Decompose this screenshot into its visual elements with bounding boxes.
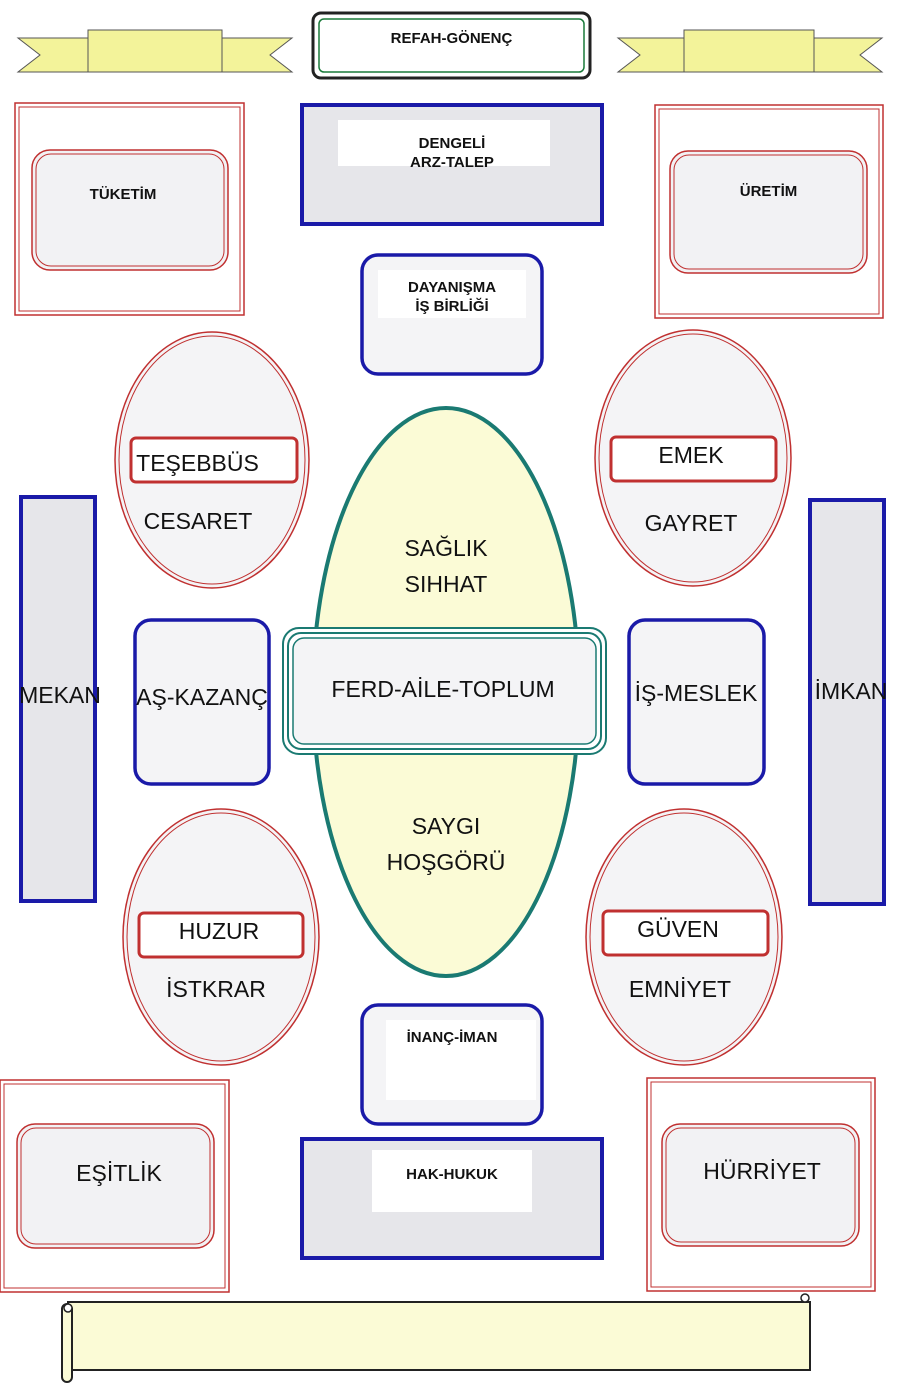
tesebbus-label: TEŞEBBÜS [136,450,259,476]
corner-top-left-frame [14,102,245,316]
title-refah: REFAH-GÖNENÇ [390,30,513,47]
as-kazanc-label: AŞ-KAZANÇ [136,684,268,710]
ferd-aile-toplum-label: FERD-AİLE-TOPLUM [331,676,555,702]
cesaret-label: CESARET [143,508,253,534]
bottom-scroll [61,1293,811,1383]
saygi-line1: SAYGI [411,813,481,839]
tuketim-label: TÜKETİM [89,186,157,203]
mekan-label: MEKAN [19,682,101,708]
oval-top-right [594,329,792,587]
title-frame [311,11,592,80]
is-meslek-frame [627,618,766,786]
mekan-bar [19,495,97,903]
saglik-line2: SIHHAT [404,571,488,597]
saglik-label: SAĞLIK SIHHAT [346,530,546,602]
inanc-iman-label: İNANÇ-İMAN [406,1029,498,1046]
is-meslek-label: İŞ-MESLEK [634,680,758,706]
saygi-label: SAYGI HOŞGÖRÜ [346,808,546,880]
oval-bottom-right [585,808,783,1066]
emniyet-label: EMNİYET [628,976,732,1002]
guven-label: GÜVEN [637,916,719,942]
imkan-bar [808,498,886,906]
huzur-label: HUZUR [178,918,260,944]
oval-bottom-left [122,808,320,1066]
istkrar-label: İSTKRAR [166,976,266,1002]
esitlik-label: EŞİTLİK [76,1160,162,1186]
hak-hukuk-label: HAK-HUKUK [406,1166,498,1183]
dayanisma-line2: İŞ BİRLİĞİ [415,298,489,315]
oval-top-left [114,331,310,589]
left-ribbon [16,29,294,73]
corner-bottom-left-frame [0,1079,230,1293]
imkan-label: İMKAN [814,678,888,704]
hurriyet-label: HÜRRİYET [703,1158,821,1184]
saygi-line2: HOŞGÖRÜ [386,849,506,875]
corner-top-right-frame [654,104,884,319]
arz-talep-label: DENGELİ ARZ-TALEP [302,134,602,172]
dayanisma-label: DAYANIŞMA İŞ BİRLİĞİ [362,278,542,316]
right-ribbon [616,29,884,73]
arz-talep-line2: ARZ-TALEP [410,154,494,171]
arz-talep-line1: DENGELİ [418,135,486,152]
dayanisma-line1: DAYANIŞMA [407,279,497,296]
gayret-label: GAYRET [644,510,738,536]
uretim-label: ÜRETİM [739,183,798,200]
ferd-aile-toplum-frame [282,627,607,755]
corner-bottom-right-frame [646,1077,876,1292]
emek-label: EMEK [658,442,724,468]
as-kazanc-frame [133,618,271,786]
saglik-line1: SAĞLIK [404,535,488,561]
